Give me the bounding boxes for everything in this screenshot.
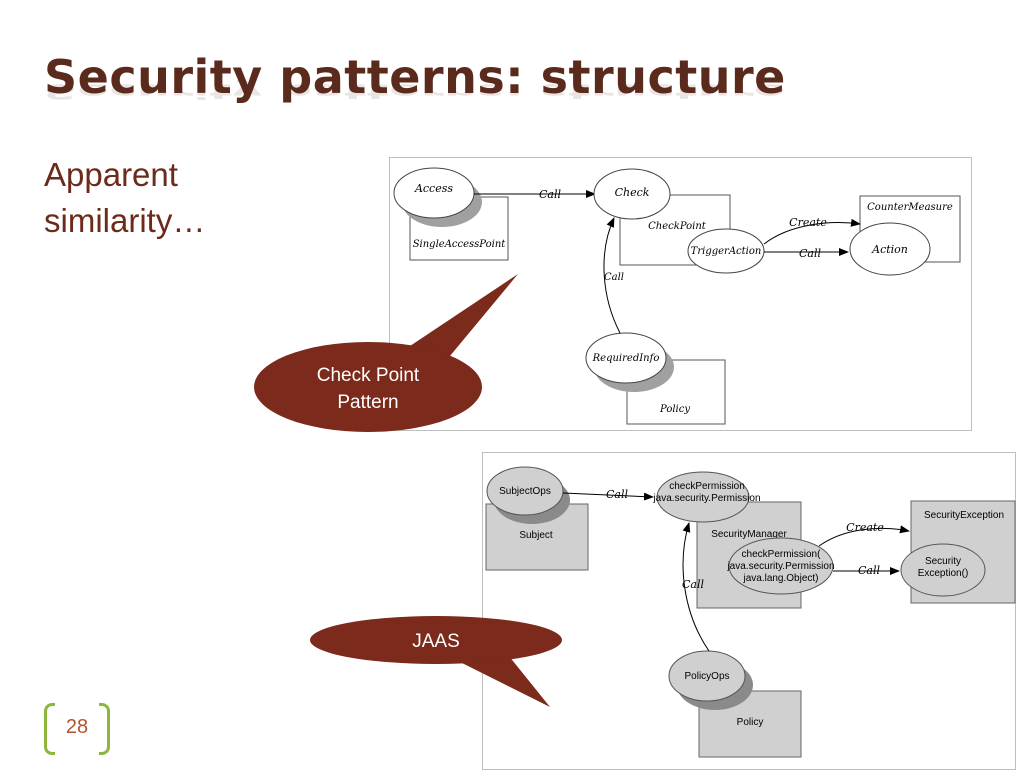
policy-ops-node xyxy=(668,650,746,702)
trigger-action-label: TriggerAction xyxy=(691,246,762,257)
check-permission-arg: java.security.Permission xyxy=(652,493,760,504)
required-info-label: RequiredInfo xyxy=(592,353,660,364)
edge-subject-check-label: Call xyxy=(606,488,628,501)
policy-label-jaas: Policy xyxy=(737,717,764,728)
edge-trigger-action-label: Call xyxy=(799,247,821,260)
required-info-node xyxy=(585,332,667,384)
policy-ops-label: PolicyOps xyxy=(684,671,729,682)
security-manager-label: SecurityManager xyxy=(711,529,787,540)
slide-title: Security patterns: structure xyxy=(44,50,786,104)
page-number-text: 28 xyxy=(65,716,89,738)
check-permission-object-label: checkPermission( xyxy=(742,549,822,560)
action-node xyxy=(849,222,931,276)
check-permission-object-arg2: java.lang.Object) xyxy=(742,573,818,584)
check-permission-node xyxy=(656,471,750,523)
security-exception-ctor-label-2: Exception() xyxy=(918,568,969,579)
checkpoint-diagram-panel: Access SingleAccessPoint Call Check Chec… xyxy=(389,157,972,431)
edge-required-check-label: Call xyxy=(604,272,624,283)
page-number-bracket-right xyxy=(99,703,110,755)
edge-check-create-label: Create xyxy=(846,521,884,534)
edge-access-check-label: Call xyxy=(539,188,561,201)
security-exception-label: SecurityException xyxy=(924,510,1004,521)
subject-label: Subject xyxy=(519,530,553,541)
jaas-diagram-panel: Subject SubjectOps Call SecurityManager … xyxy=(482,452,1016,770)
check-label: Check xyxy=(615,186,650,199)
trigger-action-node xyxy=(687,228,765,274)
jaas-diagram: Subject SubjectOps Call SecurityManager … xyxy=(485,466,1016,758)
access-label: Access xyxy=(414,182,453,195)
action-label: Action xyxy=(871,243,908,256)
slide-subtitle: Apparent similarity… xyxy=(44,156,206,239)
security-exception-ctor-node xyxy=(900,543,986,597)
policy-label: Policy xyxy=(659,404,690,415)
edge-check-call-label: Call xyxy=(858,564,880,577)
check-permission-object-node xyxy=(728,537,834,595)
check-permission-label: checkPermission xyxy=(669,481,745,492)
subject-ops-label: SubjectOps xyxy=(499,486,551,497)
access-node xyxy=(393,167,475,219)
subject-ops-node xyxy=(486,466,564,516)
checkpoint-diagram: Access SingleAccessPoint Call Check Chec… xyxy=(393,167,961,425)
security-exception-ctor-label-1: Security xyxy=(925,556,961,567)
edge-trigger-counter-label: Create xyxy=(789,216,827,229)
check-permission-object-arg1: java.security.Permission xyxy=(726,561,834,572)
check-node xyxy=(593,168,671,220)
page-number-bracket-left xyxy=(44,703,55,755)
jaas-callout-text: JAAS xyxy=(412,631,460,652)
counter-measure-label: CounterMeasure xyxy=(867,202,953,213)
edge-policy-call-label: Call xyxy=(682,578,704,591)
slide-title-reflection: Security patterns: structure xyxy=(44,79,786,104)
single-access-point-label: SingleAccessPoint xyxy=(413,239,507,250)
checkpoint-label: CheckPoint xyxy=(648,221,707,232)
page-number: 28 xyxy=(44,703,110,755)
